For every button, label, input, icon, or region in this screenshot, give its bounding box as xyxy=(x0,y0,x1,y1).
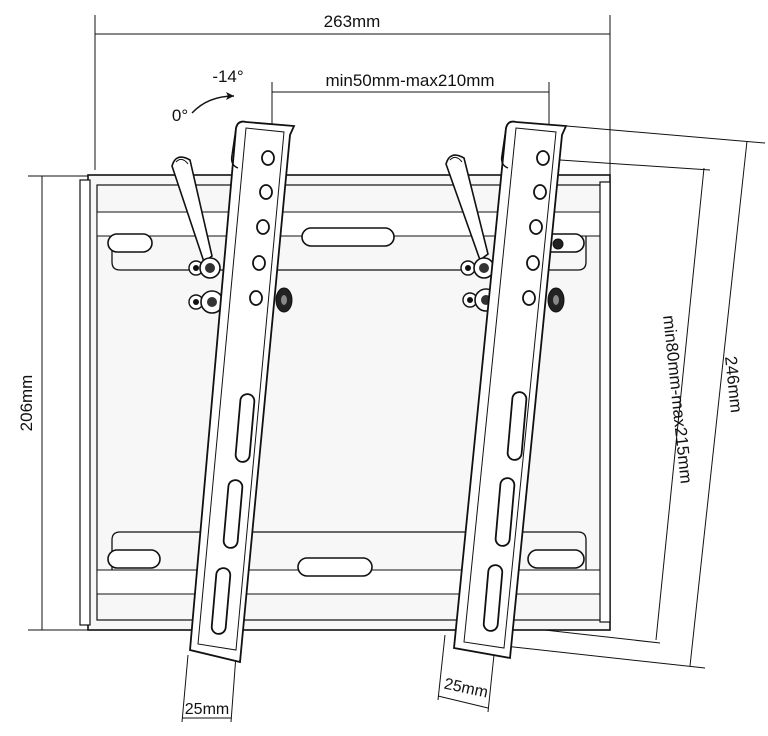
left-tilt-latch xyxy=(171,156,213,264)
overall-height-label: 206mm xyxy=(17,375,36,432)
bracket-height-label: 246mm xyxy=(721,355,746,413)
right-bracket-arm xyxy=(453,120,568,660)
dimension-arm-width-left: 25mm xyxy=(181,654,237,723)
left-hardware-bolts xyxy=(188,257,293,314)
vesa-vertical-label: min80mm-max215mm xyxy=(659,314,696,484)
right-arm-hole-3 xyxy=(529,219,543,235)
right-arm-hole-4 xyxy=(526,255,540,271)
tilt-indicator: -14° 0° xyxy=(172,67,244,125)
right-arm-hole-1 xyxy=(536,150,550,166)
left-arm-hole-3 xyxy=(256,219,270,235)
right-arm-slot-2 xyxy=(494,477,516,547)
vesa-horizontal-label: min50mm-max210mm xyxy=(325,71,494,90)
dimension-left-height: 206mm xyxy=(17,175,88,631)
right-arm-slot-1 xyxy=(506,391,528,461)
right-arm-hole-2 xyxy=(533,184,547,200)
wall-slot-top-center xyxy=(301,227,395,247)
left-arm-slot-2 xyxy=(222,479,244,549)
right-arm-slot-3 xyxy=(482,564,504,632)
arm-width-left-label: 25mm xyxy=(185,701,229,718)
dimension-bracket-height: 246mm xyxy=(494,124,766,669)
right-arm-hole-5 xyxy=(522,290,536,306)
wall-slot-bottom-right xyxy=(527,549,585,569)
left-bracket-arm xyxy=(189,120,296,664)
left-arm-hole-2 xyxy=(259,184,273,200)
dimension-top-width: 263mm xyxy=(94,12,611,175)
upright-angle-label: 0° xyxy=(172,106,188,125)
left-arm-hole-1 xyxy=(261,150,275,166)
left-arm-slot-3 xyxy=(210,567,232,635)
wall-slot-top-left xyxy=(107,233,153,253)
tilt-angle-label: -14° xyxy=(212,67,243,86)
right-tilt-latch xyxy=(445,154,489,262)
dimension-vesa-horizontal: min50mm-max210mm xyxy=(271,71,550,128)
left-arm-hole-5 xyxy=(249,290,263,306)
arm-width-right-label: 25mm xyxy=(442,676,489,702)
left-arm-slot-1 xyxy=(234,393,256,463)
overall-width-label: 263mm xyxy=(324,12,381,31)
wall-slot-bottom-left xyxy=(107,549,161,569)
wall-slot-bottom-center xyxy=(297,557,373,577)
left-arm-hole-4 xyxy=(252,255,266,271)
